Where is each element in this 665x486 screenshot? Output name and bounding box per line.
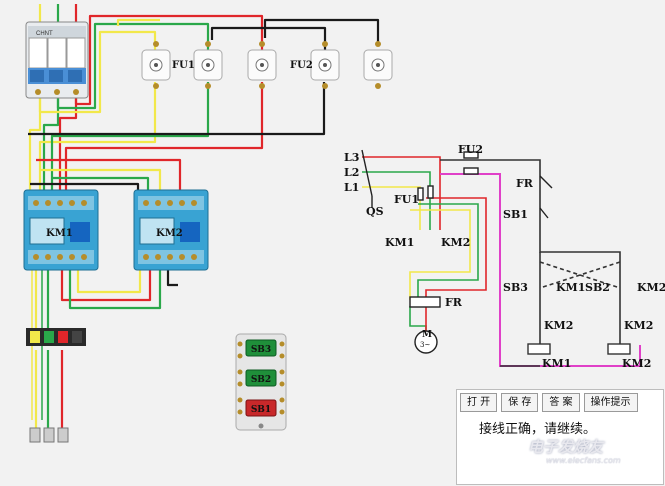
button-sb2[interactable]: SB2	[245, 369, 277, 387]
contactor-km1[interactable]: KM1	[23, 189, 99, 271]
breaker-brand: CHNT	[36, 31, 53, 37]
label-l1: L1	[344, 181, 360, 194]
sb2-label: SB2	[251, 375, 271, 385]
sb1-label: SB1	[251, 405, 271, 415]
motor-terminals[interactable]	[29, 427, 69, 443]
watermark-sub: www.elecfans.com	[546, 456, 621, 465]
label-km1-coil: KM1	[542, 357, 572, 370]
label-fr-contact: FR	[516, 177, 533, 190]
label-fu2: FU2	[458, 143, 484, 156]
label-km2-coil: KM2	[622, 357, 652, 370]
label-km1-inter: KM2	[624, 319, 654, 332]
fuse-holder-2[interactable]	[193, 41, 223, 89]
fuse-holder-3[interactable]	[247, 41, 277, 89]
fuse-group[interactable]	[141, 41, 393, 89]
fuse-holder-1[interactable]	[141, 41, 171, 89]
km1-label: KM1	[46, 228, 73, 239]
button-sb1[interactable]: SB1	[245, 399, 277, 417]
label-km2-aux: KM2	[637, 281, 665, 294]
label-fu2-board: FU2	[290, 60, 313, 71]
label-fu1-board: FU1	[172, 60, 195, 71]
label-km2-inter: KM2	[544, 319, 574, 332]
button-sb3[interactable]: SB3	[245, 339, 277, 357]
label-motor-phase: 3~	[420, 341, 431, 349]
sb3-label: SB3	[251, 345, 271, 355]
label-fr-heater: FR	[445, 296, 462, 309]
schematic-symbols	[361, 149, 631, 355]
contactor-km2[interactable]: KM2	[133, 189, 209, 271]
save-button[interactable]: 保 存	[501, 393, 539, 412]
hint-button[interactable]: 操作提示	[583, 393, 638, 412]
label-sb1: SB1	[503, 208, 528, 221]
fuse-holder-5[interactable]	[363, 41, 393, 89]
status-message: 接线正确，请继续。	[479, 422, 597, 437]
circuit-breaker[interactable]: CHNT	[25, 21, 89, 99]
label-l3: L3	[344, 151, 360, 164]
schematic-wires	[362, 156, 641, 367]
label-motor-m: M	[422, 330, 432, 340]
label-km2-main: KM2	[441, 236, 471, 249]
km2-label: KM2	[156, 228, 183, 239]
answer-button[interactable]: 答 案	[542, 393, 580, 412]
label-sb2: SB2	[585, 281, 610, 294]
wires	[28, 4, 380, 430]
thermal-relay[interactable]	[26, 328, 86, 346]
control-panel: 打 开 保 存 答 案 操作提示 接线正确，请继续。	[456, 389, 664, 485]
label-sb3: SB3	[503, 281, 528, 294]
watermark-main: 电子发烧友	[528, 438, 604, 456]
label-qs: QS	[366, 205, 384, 218]
toolbar: 打 开 保 存 答 案 操作提示	[460, 393, 638, 412]
open-button[interactable]: 打 开	[460, 393, 498, 412]
label-km1-main: KM1	[385, 236, 415, 249]
label-km1-aux: KM1	[556, 281, 586, 294]
label-fu1: FU1	[394, 193, 420, 206]
fuse-holder-4[interactable]	[310, 41, 340, 89]
label-l2: L2	[344, 166, 360, 179]
